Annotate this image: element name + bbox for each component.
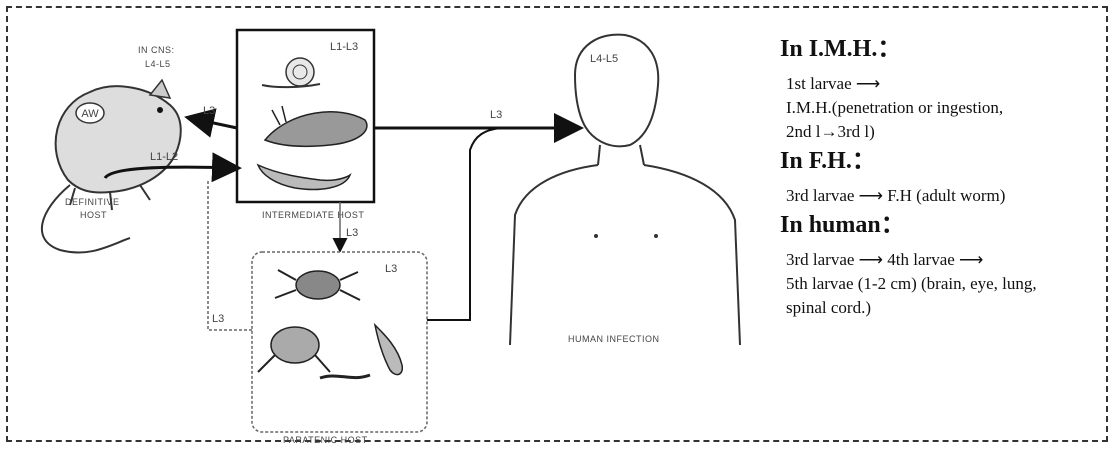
human-header-text: In human [780, 212, 881, 238]
aw-label: AW [76, 103, 104, 123]
l3-label-c: L3 [346, 227, 358, 239]
fh-header: In F.H.： [780, 146, 1110, 176]
imh-colon: ： [877, 36, 901, 62]
human-line-1: 3rd larvae ⟶ 4th larvae ⟶ [780, 248, 1110, 272]
arrow-imh-to-rat [190, 118, 237, 128]
in-cns-label: IN CNS: [138, 45, 175, 55]
human-line-3: spinal cord.) [780, 296, 1110, 320]
fh-line-1: 3rd larvae ⟶ F.H (adult worm) [780, 184, 1110, 208]
in-cns-stage-label: L4-L5 [145, 59, 171, 69]
fh-header-text: In F.H. [780, 148, 852, 174]
definitive-host-label-2: HOST [80, 210, 107, 220]
human-infection-label: HUMAN INFECTION [568, 334, 660, 344]
paratenic-host-label: PARATENIC HOST [283, 435, 368, 445]
imh-line-3: 2nd l→3rd l) [780, 120, 1110, 144]
arrow-paratenic-to-human [427, 128, 500, 320]
imh-line-2: I.M.H.(penetration or ingestion, [780, 96, 1110, 120]
fh-colon: ： [852, 148, 876, 174]
intermediate-host-label: INTERMEDIATE HOST [262, 210, 364, 220]
notes-panel: In I.M.H.： 1st larvae ⟶ I.M.H.(penetrati… [780, 32, 1110, 320]
l1-l2-label: L1-L2 [150, 151, 178, 163]
l4-l5-label: L4-L5 [590, 53, 618, 65]
human-colon: ： [881, 212, 905, 238]
imh-line-1: 1st larvae ⟶ [780, 72, 1110, 96]
imh-header-text: In I.M.H. [780, 36, 877, 62]
l3-label-b: L3 [490, 109, 502, 121]
human-line-2: 5th larvae (1-2 cm) (brain, eye, lung, [780, 272, 1110, 296]
human-figure-illustration [510, 35, 740, 345]
l3-label-a: L3 [203, 105, 215, 117]
l1-l3-label: L1-L3 [330, 41, 358, 53]
aw-text: AW [81, 108, 99, 120]
l3-label-d: L3 [385, 263, 397, 275]
life-cycle-diagram: AW IN CNS: L4-L5 DEFINITIVE HOST L1-L3 I… [0, 0, 780, 450]
human-header: In human： [780, 210, 1110, 240]
l3-label-e: L3 [212, 313, 224, 325]
definitive-host-label: DEFINITIVE [65, 197, 120, 207]
imh-header: In I.M.H.： [780, 34, 1110, 64]
